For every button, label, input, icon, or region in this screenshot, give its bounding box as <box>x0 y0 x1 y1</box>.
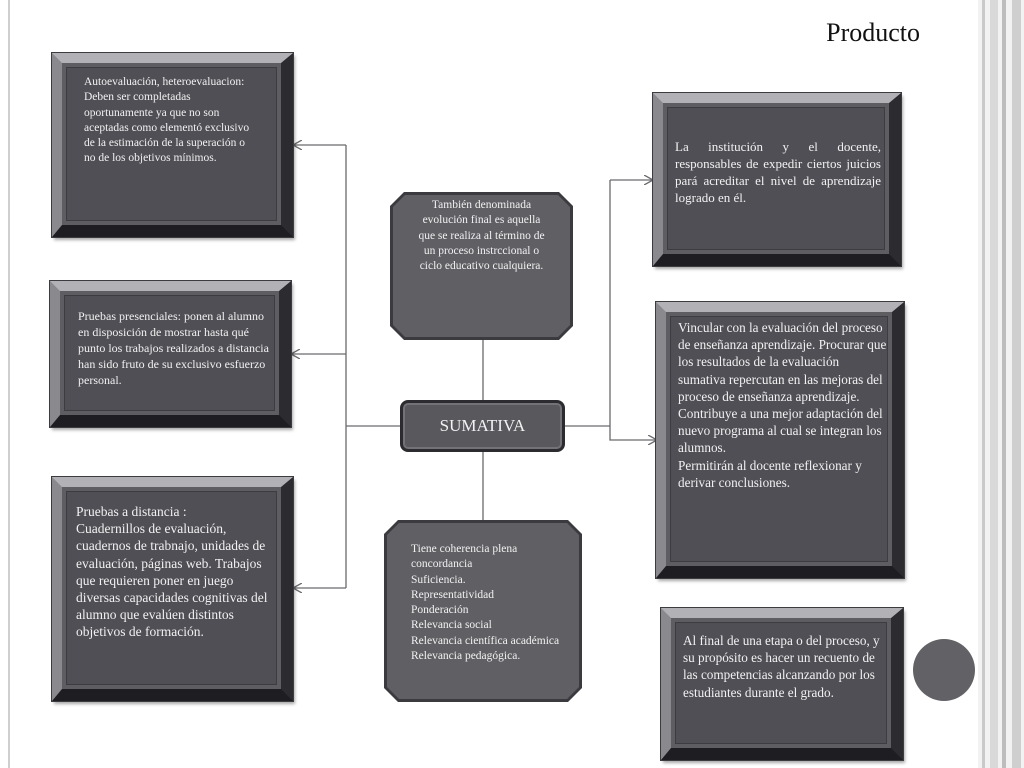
box-final-stage: Al final de una etapa o del proceso, y s… <box>661 608 903 760</box>
arrow-to-link <box>609 426 657 440</box>
decorative-circle <box>913 639 975 701</box>
self-evaluation-text: Autoevaluación, heteroevaluacion: Deben … <box>84 76 250 165</box>
slide-right-border <box>978 0 1024 768</box>
final-stage-text: Al final de una etapa o del proceso, y s… <box>683 633 880 700</box>
central-node-sumativa: SUMATIVA <box>400 400 565 452</box>
box-institution: La institución y el docente, responsable… <box>653 93 901 266</box>
box-criteria: Tiene coherencia plena concordancia Sufi… <box>384 520 582 702</box>
box-self-evaluation: Autoevaluación, heteroevaluacion: Deben … <box>52 53 293 237</box>
definition-text: También denominada evolución final es aq… <box>418 199 545 273</box>
criteria-text: Tiene coherencia plena concordancia Sufi… <box>411 543 560 663</box>
distance-tests-text: Pruebas a distancia : Cuadernillos de ev… <box>76 504 268 640</box>
box-link: Vincular con la evaluación del proceso d… <box>656 302 904 578</box>
box-in-person-tests: Pruebas presenciales: ponen al alumno en… <box>50 281 291 427</box>
in-person-tests-text: Pruebas presenciales: ponen al alumno en… <box>78 309 269 387</box>
slide-title: Producto <box>826 18 920 47</box>
institution-text: La institución y el docente, responsable… <box>675 139 881 205</box>
box-definition: También denominada evolución final es aq… <box>390 192 573 340</box>
slide-left-border <box>8 0 10 768</box>
box-distance-tests: Pruebas a distancia : Cuadernillos de ev… <box>52 477 293 701</box>
link-text: Vincular con la evaluación del proceso d… <box>678 320 887 490</box>
